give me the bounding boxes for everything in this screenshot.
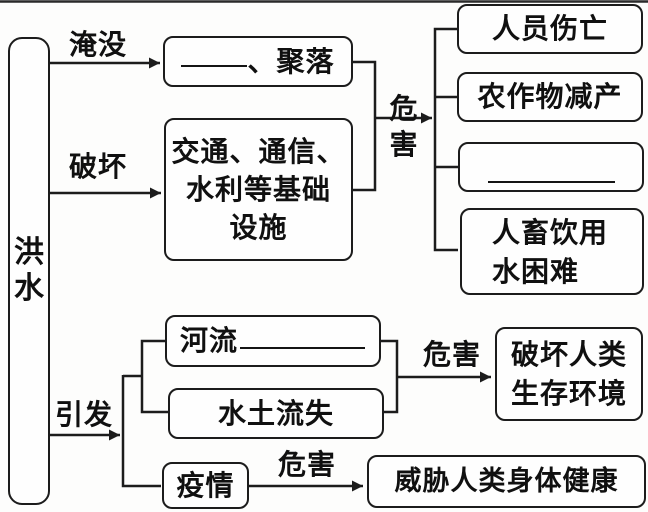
edge-label-trigger: 引发 [55,398,114,431]
node-infrastructure: 交通、通信、 水利等基础 设施 [164,118,353,261]
node-crop-loss: 农作物减产 [457,72,643,122]
environment-line1: 破坏人类 [510,338,627,371]
edge-label-destroy: 破坏 [69,150,128,183]
node-flood-label: 洪水 [14,235,44,306]
fill-in-blank-settlement [181,64,248,67]
node-soil-erosion: 水土流失 [168,388,384,439]
node-blank-harm [458,142,644,192]
edge-label-harm-middle: 危害 [423,338,482,371]
drinking-water-line1: 人畜饮用 [492,215,609,249]
node-casualties: 人员伤亡 [457,4,643,54]
infrastructure-line3: 设施 [229,210,288,244]
infrastructure-line1: 交通、通信、 [171,134,346,168]
node-epidemic: 疫情 [162,462,249,509]
edge-label-submerge: 淹没 [69,28,128,61]
node-settlement: 、聚落 [163,36,353,87]
edge-label-harm-top: 危害 [389,92,418,161]
node-river-label: 河流 [180,324,239,357]
node-health-threat-label: 威胁人类身体健康 [394,466,619,497]
node-crop-loss-label: 农作物减产 [477,80,623,113]
infrastructure-line2: 水利等基础 [185,172,331,206]
bracket-right-top [433,27,458,252]
fill-in-blank-river [240,346,366,349]
bracket-left-top [352,60,377,192]
fill-in-blank-harm [487,180,615,183]
node-casualties-label: 人员伤亡 [491,12,608,45]
node-drinking-water: 人畜饮用 水困难 [460,208,644,295]
node-soil-erosion-label: 水土流失 [217,396,334,430]
node-environment-damage: 破坏人类 生存环境 [495,327,643,421]
node-flood: 洪水 [8,37,50,505]
node-river-blank: 河流 [165,315,381,367]
edge-label-harm-bottom: 危害 [278,448,337,481]
drinking-water-line2: 水困难 [492,254,580,288]
bracket-left-bottom [121,339,168,488]
node-epidemic-label: 疫情 [176,468,235,502]
environment-line2: 生存环境 [510,377,627,410]
node-settlement-label: 、聚落 [247,44,335,78]
node-health-threat: 威胁人类身体健康 [367,455,646,508]
